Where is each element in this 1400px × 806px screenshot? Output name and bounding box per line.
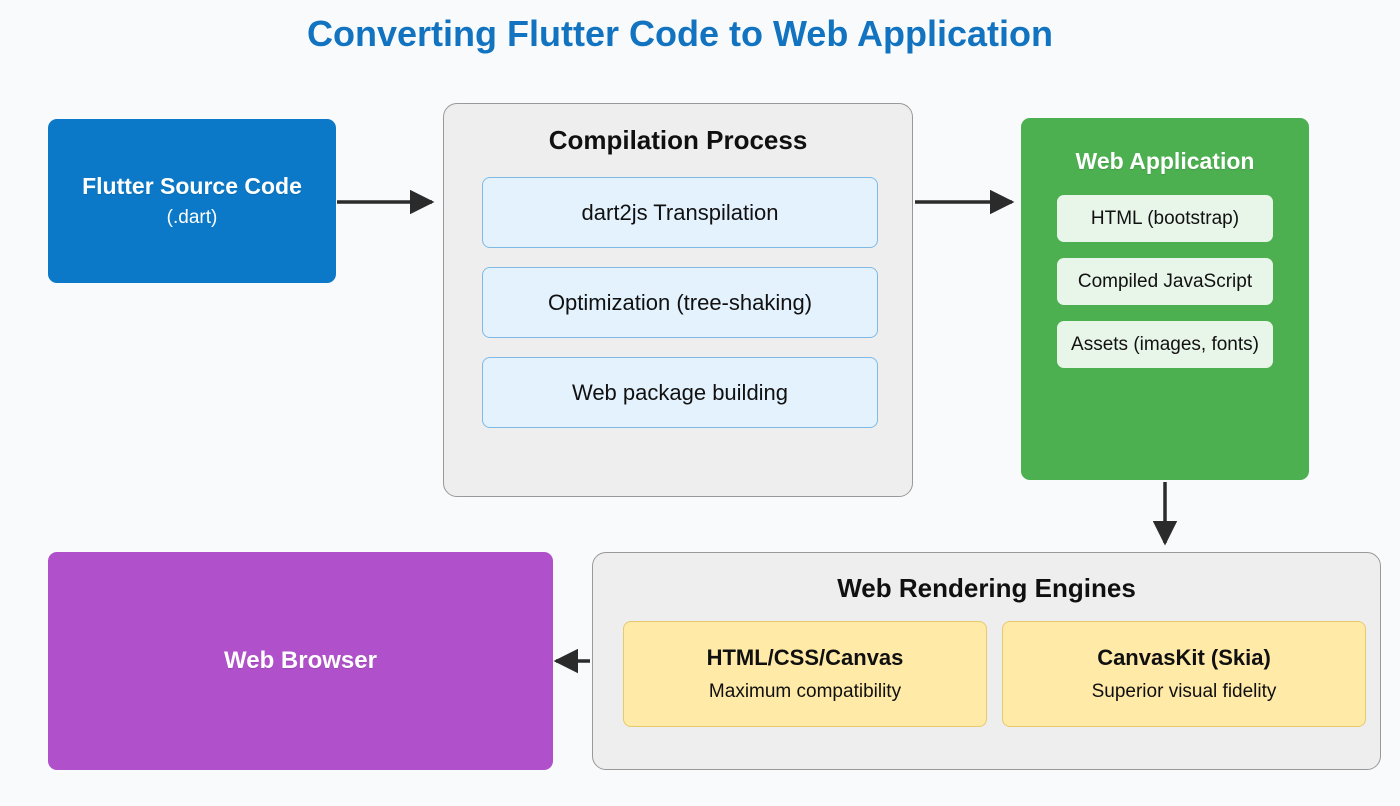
node-web-application[interactable]: Web Application HTML (bootstrap) Compile…	[1021, 118, 1309, 480]
panel-web-rendering-engines-title: Web Rendering Engines	[837, 573, 1136, 603]
web-application-item-assets[interactable]: Assets (images, fonts)	[1057, 321, 1273, 368]
panel-web-rendering-engines: Web Rendering Engines HTML/CSS/Canvas Ma…	[592, 552, 1381, 770]
node-flutter-source-code[interactable]: Flutter Source Code (.dart)	[48, 119, 336, 283]
web-application-item-compiled-javascript[interactable]: Compiled JavaScript	[1057, 258, 1273, 305]
rendering-engine-html-css-canvas[interactable]: HTML/CSS/Canvas Maximum compatibility	[623, 621, 987, 727]
rendering-engine-canvaskit-description: Superior visual fidelity	[1091, 681, 1277, 702]
node-web-application-title: Web Application	[1075, 148, 1255, 174]
compilation-step-dart2js[interactable]: dart2js Transpilation	[482, 177, 878, 248]
compilation-step-optimization[interactable]: Optimization (tree-shaking)	[482, 267, 878, 338]
page-title: Converting Flutter Code to Web Applicati…	[307, 13, 1053, 54]
rendering-engine-html-css-canvas-title: HTML/CSS/Canvas	[706, 645, 904, 670]
rendering-engine-canvaskit[interactable]: CanvasKit (Skia) Superior visual fidelit…	[1002, 621, 1366, 727]
rendering-engine-canvaskit-title: CanvasKit (Skia)	[1097, 645, 1271, 670]
compilation-step-web-package-building[interactable]: Web package building	[482, 357, 878, 428]
node-web-browser[interactable]: Web Browser	[48, 552, 553, 770]
panel-compilation-process-title: Compilation Process	[548, 125, 808, 155]
node-web-browser-title: Web Browser	[224, 647, 377, 674]
web-application-item-html[interactable]: HTML (bootstrap)	[1057, 195, 1273, 242]
rendering-engine-html-css-canvas-description: Maximum compatibility	[708, 681, 902, 702]
node-flutter-source-code-title: Flutter Source Code	[82, 173, 302, 199]
node-flutter-source-code-subtitle: (.dart)	[166, 207, 218, 228]
panel-compilation-process: Compilation Process dart2js Transpilatio…	[443, 103, 913, 497]
